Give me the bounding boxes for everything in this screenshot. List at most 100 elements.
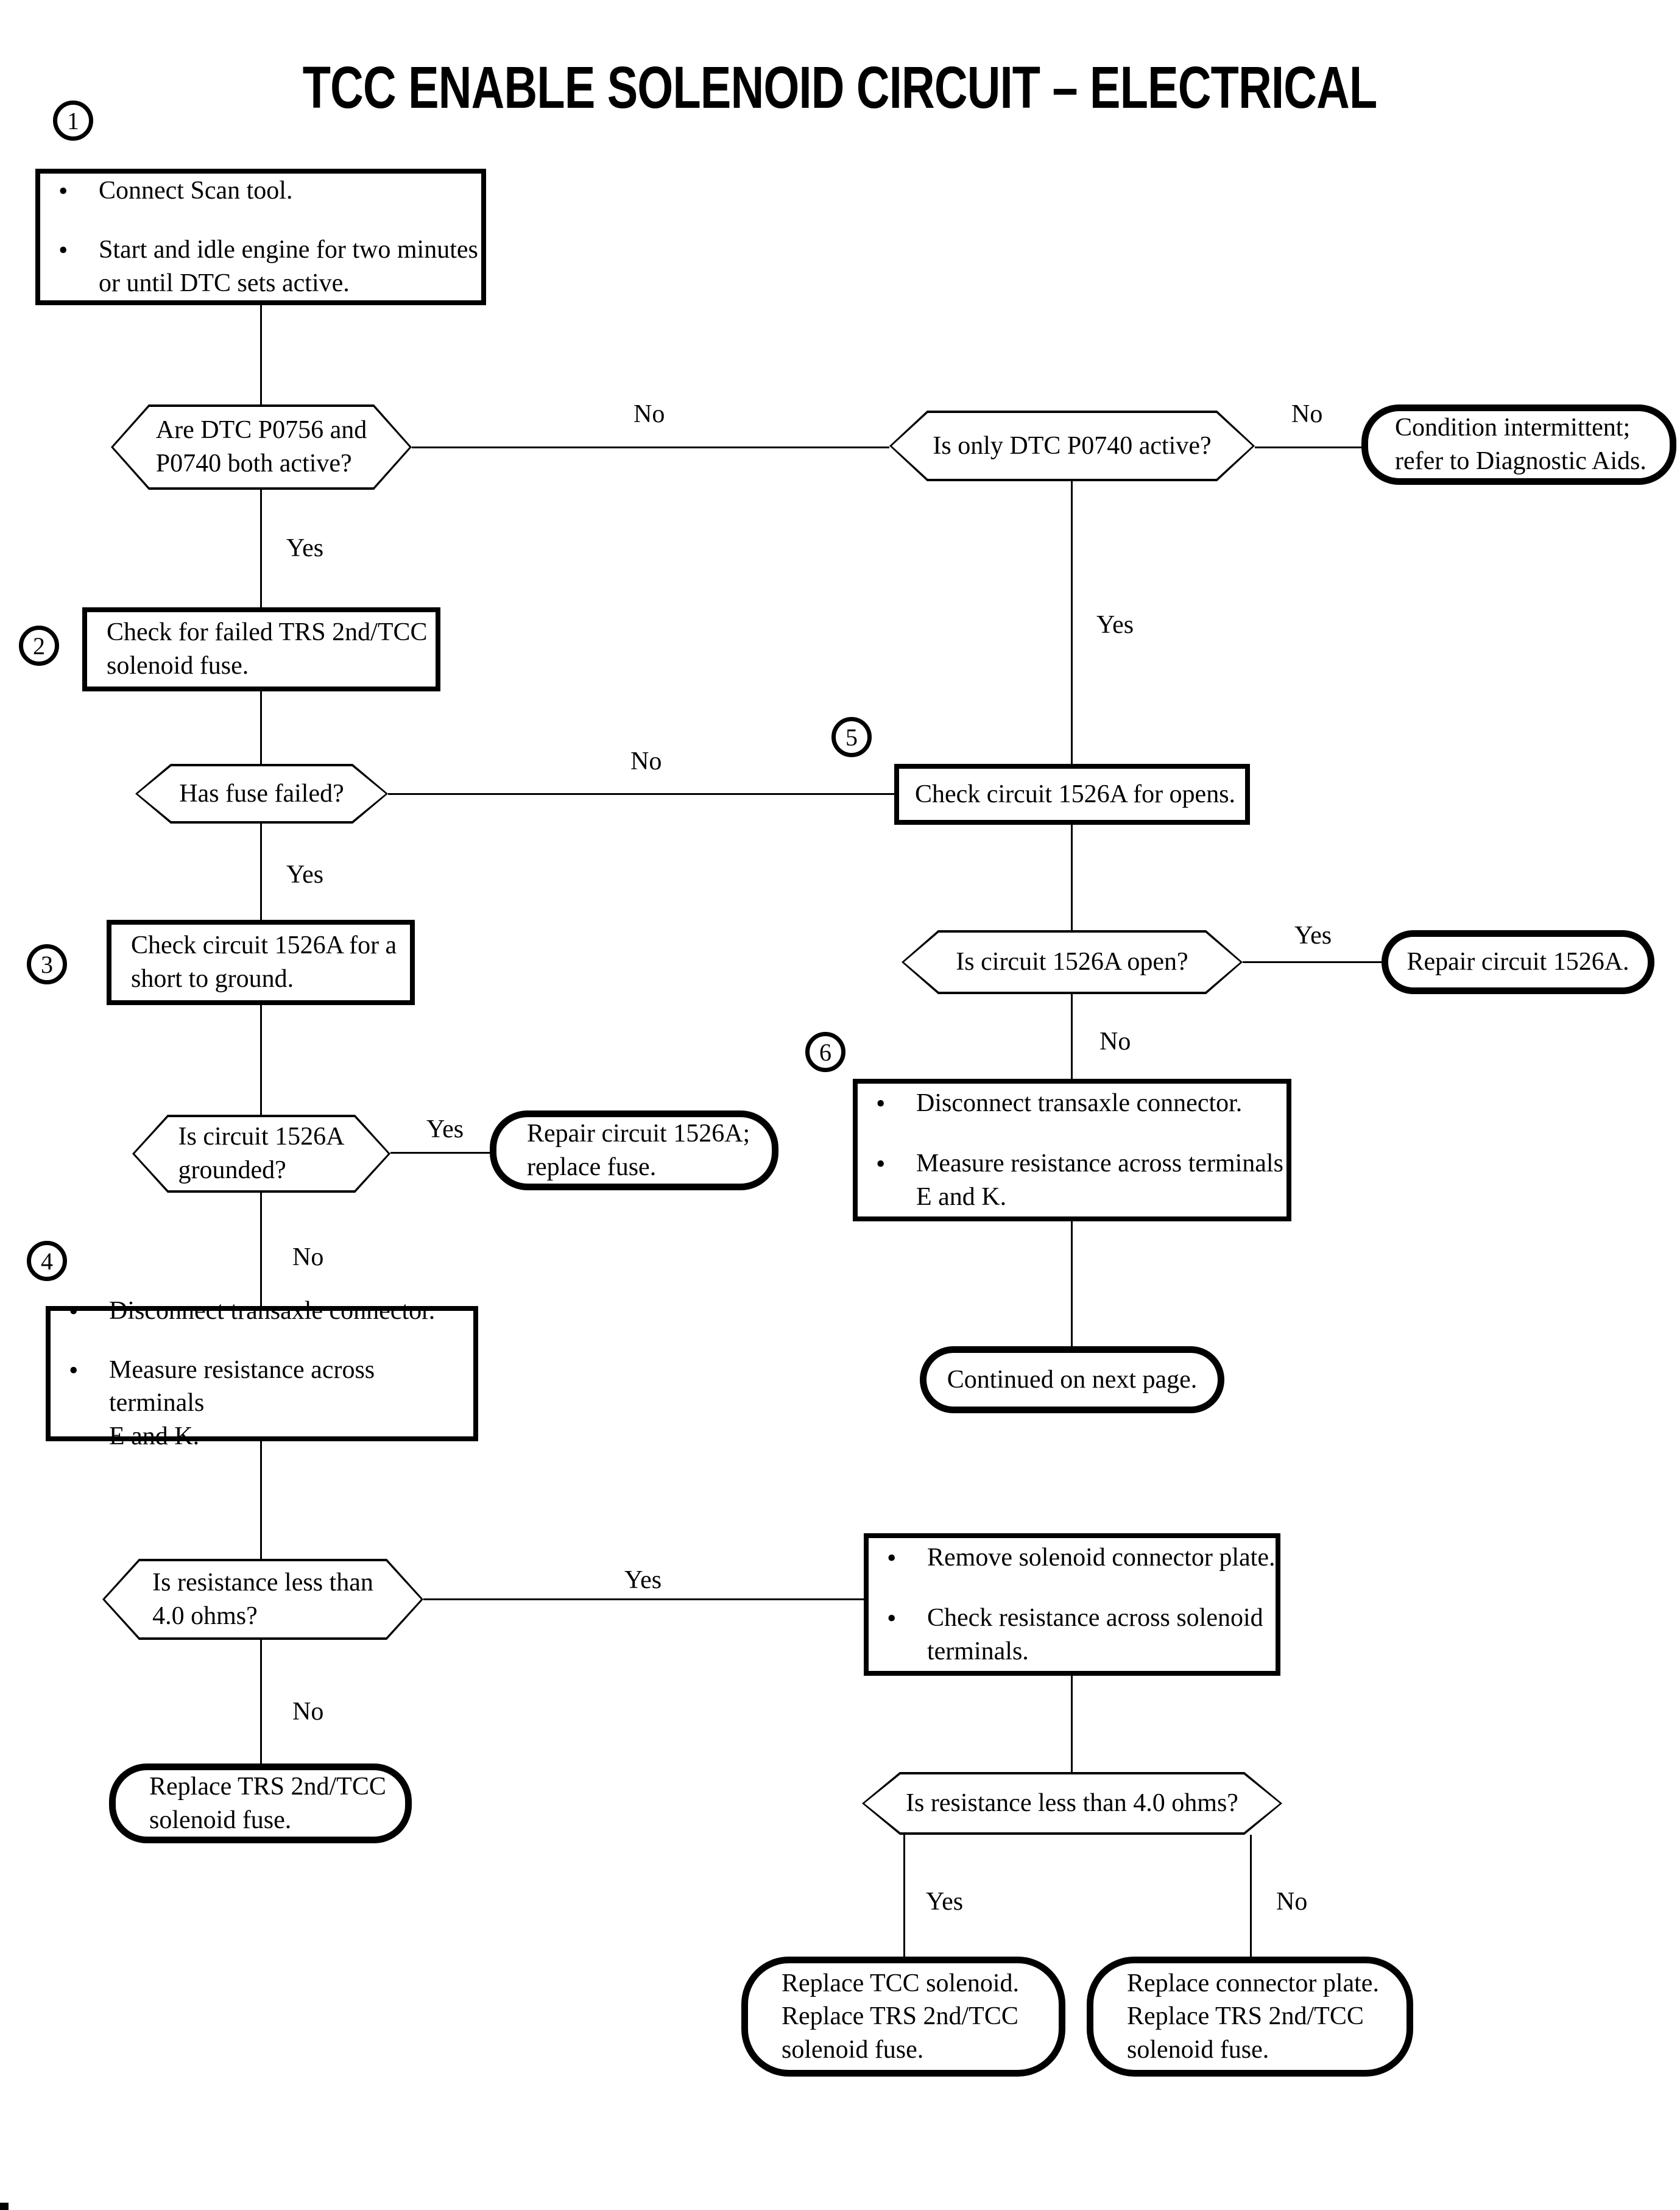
branch-label-yes: Yes — [286, 861, 324, 889]
branch-label-no: No — [1099, 1028, 1131, 1056]
decision-text: Is circuit 1526A open? — [956, 948, 1188, 976]
connector-line — [1071, 825, 1073, 930]
step-number: 2 — [33, 632, 45, 660]
step-number: 4 — [41, 1247, 53, 1275]
terminal-text: Repair circuit 1526A. — [1406, 948, 1629, 976]
step-badge-5: 5 — [831, 717, 872, 757]
connector-line — [260, 1005, 262, 1115]
connector-line — [260, 691, 262, 764]
connector-line — [1071, 994, 1073, 1079]
process-check-failed-fuse: Check for failed TRS 2nd/TCC solenoid fu… — [82, 607, 440, 691]
branch-label-no: No — [634, 400, 665, 428]
page-title: TCC ENABLE SOLENOID CIRCUIT – ELECTRICAL — [303, 54, 1377, 121]
terminal-text: Condition intermittent; — [1395, 414, 1631, 442]
branch-label-yes: Yes — [926, 1888, 964, 1916]
step-badge-1: 1 — [53, 101, 93, 141]
terminal-text: Replace TCC solenoid. — [782, 1969, 1019, 1997]
decision-both-dtc-active: Are DTC P0756 and P0740 both active? — [111, 404, 412, 490]
branch-label-no: No — [630, 747, 662, 775]
step-badge-4: 4 — [27, 1241, 67, 1281]
connector-line — [1071, 1221, 1073, 1346]
connector-line — [260, 305, 262, 404]
branch-label-yes: Yes — [1294, 922, 1332, 950]
step-badge-6: 6 — [805, 1032, 845, 1072]
process-text: Check for failed TRS 2nd/TCC — [107, 618, 428, 647]
bullet-item: • Measure resistance across terminals E … — [858, 1147, 1286, 1213]
step-number: 3 — [41, 950, 53, 978]
step-number: 1 — [67, 107, 79, 135]
terminal-replace-tcc-solenoid: Replace TCC solenoid. Replace TRS 2nd/TC… — [741, 1957, 1065, 2077]
connector-line — [260, 1640, 262, 1763]
terminal-replace-connector-plate: Replace connector plate. Replace TRS 2nd… — [1087, 1957, 1413, 2077]
bullet-text: Measure resistance across terminals — [916, 1149, 1283, 1177]
bullet-text: Disconnect transaxle connector. — [109, 1296, 436, 1325]
bullet-text: Connect Scan tool. — [99, 176, 293, 205]
connector-line — [1250, 1835, 1252, 1957]
bullet-text: Start and idle engine for two minutes — [99, 235, 478, 264]
terminal-text: Continued on next page. — [947, 1365, 1198, 1394]
bullet-text: or until DTC sets active. — [99, 269, 350, 297]
branch-label-no: No — [292, 1243, 324, 1271]
terminal-text: Replace TRS 2nd/TCC — [782, 2002, 1018, 2031]
bullet-item: • Start and idle engine for two minutes … — [40, 233, 481, 300]
terminal-condition-intermittent: Condition intermittent; refer to Diagnos… — [1361, 404, 1676, 485]
bullet-text: E and K. — [109, 1422, 200, 1450]
bullet-item: • Disconnect transaxle connector. — [51, 1294, 473, 1328]
bullet-text: terminals. — [927, 1637, 1029, 1665]
connector-line — [260, 824, 262, 920]
decision-text: P0740 both active? — [155, 450, 352, 478]
bullet-item: • Connect Scan tool. — [40, 174, 481, 208]
connector-line — [390, 1152, 490, 1154]
bullet-icon: • — [887, 1542, 897, 1573]
terminal-text: solenoid fuse. — [149, 1806, 292, 1834]
bullet-icon: • — [58, 235, 68, 265]
connector-line — [903, 1835, 905, 1957]
page-corner-mark — [0, 2203, 9, 2210]
step-number: 5 — [845, 723, 858, 751]
terminal-text: Replace connector plate. — [1127, 1969, 1379, 1997]
decision-resistance-left: Is resistance less than 4.0 ohms? — [102, 1559, 423, 1640]
decision-text: 4.0 ohms? — [152, 1601, 258, 1630]
step-badge-3: 3 — [27, 944, 67, 984]
connector-line — [260, 1193, 262, 1306]
decision-text: Are DTC P0756 and — [155, 416, 367, 445]
process-disconnect-transaxle-left: • Disconnect transaxle connector. • Meas… — [46, 1296, 478, 1450]
process-check-opens: Check circuit 1526A for opens. — [894, 764, 1250, 825]
process-text: solenoid fuse. — [107, 652, 249, 680]
bullet-icon: • — [887, 1603, 897, 1633]
decision-text: Is only DTC P0740 active? — [933, 431, 1212, 460]
connector-line — [388, 793, 894, 795]
connector-line — [260, 490, 262, 607]
branch-label-yes: Yes — [286, 534, 324, 562]
terminal-repair-replace-fuse: Repair circuit 1526A; replace fuse. — [490, 1110, 778, 1190]
bullet-text: Measure resistance across terminals — [109, 1355, 375, 1417]
connector-line — [1243, 961, 1382, 963]
branch-label-yes: Yes — [426, 1115, 464, 1143]
process-text: Check circuit 1526A for opens. — [915, 780, 1236, 808]
terminal-text: refer to Diagnostic Aids. — [1395, 447, 1646, 475]
connector-line — [1255, 447, 1361, 448]
branch-label-yes: Yes — [624, 1566, 662, 1594]
connector-line — [1071, 1676, 1073, 1772]
connector-line — [260, 1441, 262, 1559]
process-text: short to ground. — [131, 965, 294, 993]
decision-circuit-open: Is circuit 1526A open? — [902, 930, 1243, 994]
bullet-icon: • — [69, 1355, 79, 1385]
decision-text: Is resistance less than — [152, 1568, 373, 1597]
bullet-icon: • — [69, 1296, 79, 1326]
decision-circuit-grounded: Is circuit 1526A grounded? — [132, 1115, 390, 1193]
branch-label-no: No — [1291, 400, 1323, 428]
terminal-replace-trs-fuse: Replace TRS 2nd/TCC solenoid fuse. — [109, 1763, 412, 1843]
process-remove-connector-plate: • Remove solenoid connector plate. • Che… — [864, 1533, 1280, 1676]
step-badge-2: 2 — [19, 626, 59, 666]
bullet-text: E and K. — [916, 1182, 1007, 1211]
process-disconnect-transaxle-right: • Disconnect transaxle connector. • Meas… — [853, 1079, 1291, 1221]
bullet-item: • Disconnect transaxle connector. — [858, 1087, 1286, 1120]
bullet-item: • Measure resistance across terminals E … — [51, 1354, 473, 1453]
page-title-row: TCC ENABLE SOLENOID CIRCUIT – ELECTRICAL — [0, 54, 1680, 122]
decision-text: Has fuse failed? — [179, 779, 344, 808]
bullet-icon: • — [876, 1088, 886, 1118]
branch-label-no: No — [1276, 1888, 1308, 1916]
connector-line — [412, 447, 889, 448]
bullet-icon: • — [58, 175, 68, 206]
